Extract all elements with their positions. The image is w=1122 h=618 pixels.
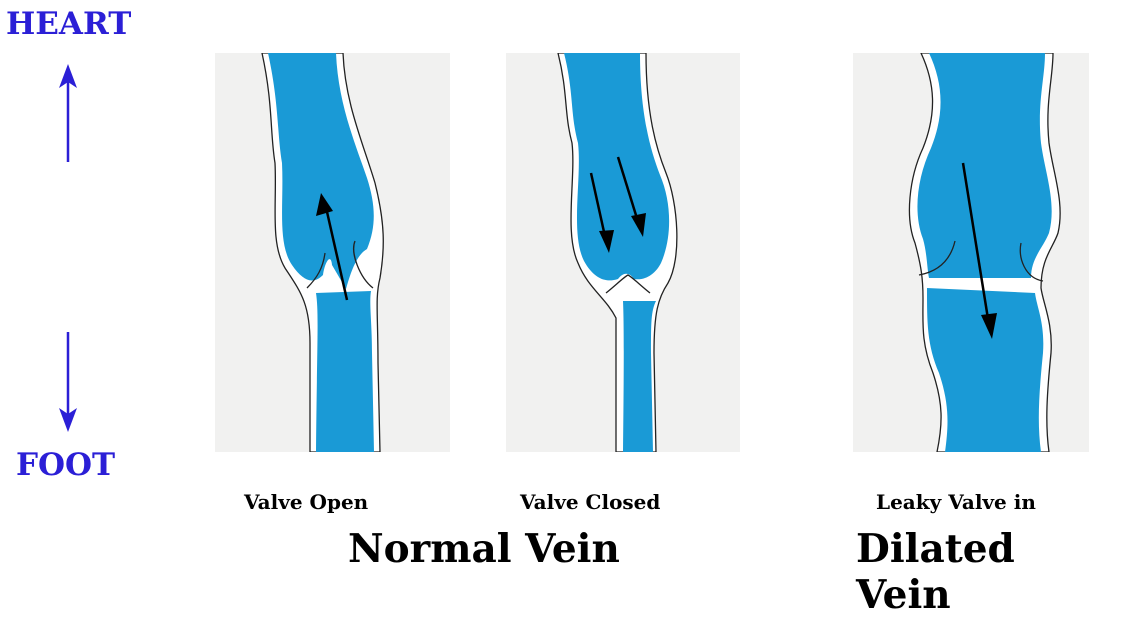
caption-leaky-valve: Leaky Valve in	[876, 490, 1036, 514]
caption-valve-open: Valve Open	[244, 490, 368, 514]
caption-valve-closed: Valve Closed	[520, 490, 660, 514]
vein-panel-valve-closed	[506, 53, 740, 452]
vein-panel-leaky-valve	[853, 53, 1089, 452]
down-arrow-icon	[50, 328, 86, 434]
up-arrow-icon	[50, 62, 86, 168]
group-label-normal-vein: Normal Vein	[348, 526, 620, 572]
foot-label: FOOT	[16, 447, 115, 483]
group-label-dilated-vein: Dilated Vein	[856, 526, 1122, 618]
heart-label: HEART	[6, 6, 131, 42]
vein-panel-valve-open	[215, 53, 450, 452]
